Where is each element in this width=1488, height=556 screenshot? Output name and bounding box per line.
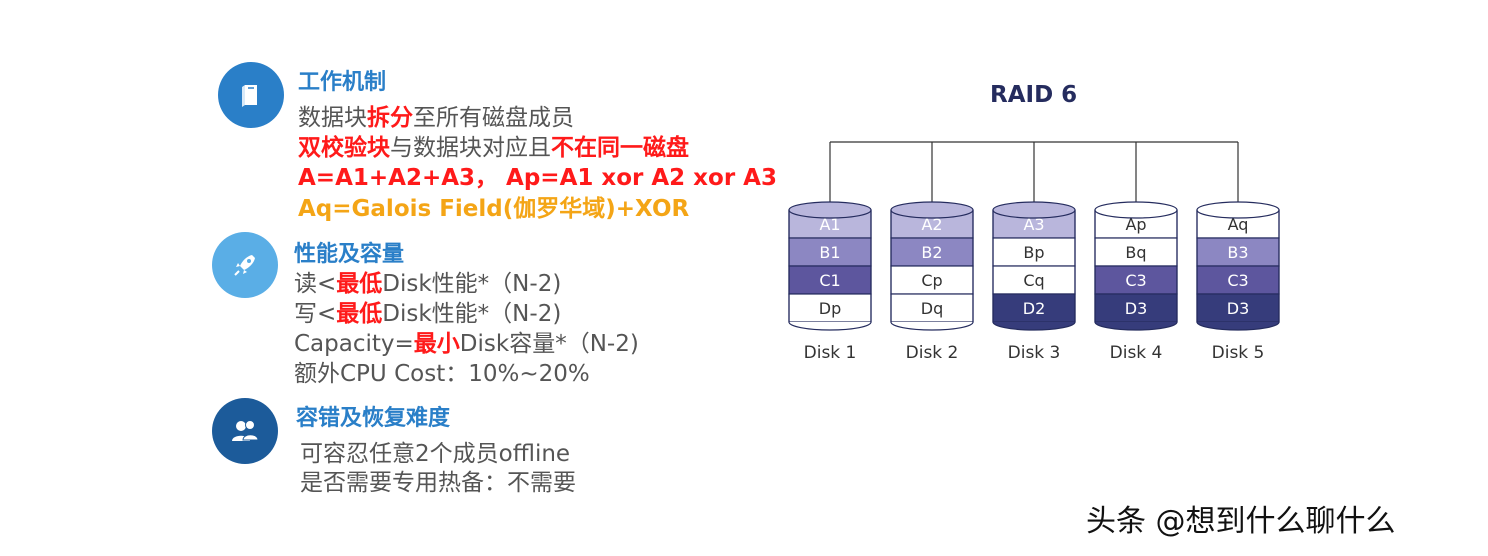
mechanism-line-3: A=A1+A2+A3， Ap=A1 xor A2 xor A3 (298, 165, 777, 191)
disk-bottom (890, 321, 974, 331)
disk-top (992, 201, 1076, 219)
disk-bottom (992, 321, 1076, 331)
block-label: D2 (1023, 299, 1046, 318)
block-label: D3 (1125, 299, 1148, 318)
performance-line-4: 额外CPU Cost：10%~20% (294, 361, 590, 387)
block-label: A3 (1023, 215, 1044, 234)
block-label: B3 (1227, 243, 1248, 262)
disk-block (992, 237, 1076, 267)
fault-line-2: 是否需要专用热备：不需要 (300, 470, 576, 496)
rocket-icon (234, 255, 255, 276)
block-label: B2 (921, 243, 942, 262)
disk-label: Disk 5 (1212, 343, 1265, 363)
section-title-fault-tolerance: 容错及恢复难度 (296, 406, 451, 431)
block-label: A1 (819, 215, 840, 234)
disk-block (1196, 265, 1280, 295)
disk-top (1094, 201, 1178, 219)
mechanism-line-2: 双校验块与数据块对应且不在同一磁盘 (298, 128, 689, 162)
text-span: 最低 (336, 271, 383, 297)
watermark: 头条 @想到什么聊什么 (1086, 504, 1396, 539)
text-span: 至所有磁盘成员 (413, 105, 574, 131)
text-span: Disk容量*（N-2) (459, 331, 639, 357)
text-span: Capacity= (294, 331, 414, 357)
block-label: Ap (1125, 215, 1146, 234)
performance-line-3: Capacity=最小Disk容量*（N-2) (294, 324, 639, 358)
text-span: 写< (294, 301, 337, 327)
book-icon (242, 85, 257, 107)
disk-label: Disk 1 (804, 343, 857, 363)
mechanism-line-1: 数据块拆分至所有磁盘成员 (298, 98, 574, 132)
text-span: 读< (294, 271, 337, 297)
block-label: Dq (921, 299, 943, 318)
text-span: 数据块 (298, 105, 367, 131)
fault-line-1: 可容忍任意2个成员offline (300, 441, 571, 467)
text-span: 拆分 (367, 105, 413, 131)
disk-bottom (1094, 321, 1178, 331)
disk-bottom (1196, 321, 1280, 331)
block-label: C3 (1125, 271, 1146, 290)
disk-label: Disk 4 (1110, 343, 1163, 363)
section-icon-performance (212, 232, 278, 298)
section-icon-mechanism (218, 62, 284, 128)
block-label: D3 (1227, 299, 1250, 318)
block-label: A2 (921, 215, 942, 234)
text-span: Disk性能*（N-2) (382, 271, 562, 297)
block-label: Cp (921, 271, 942, 290)
block-label: Dp (819, 299, 841, 318)
text-span: Disk性能*（N-2) (382, 301, 562, 327)
text-span: 不在同一磁盘 (551, 135, 689, 161)
disk-block (1094, 293, 1178, 323)
disk-label: Disk 3 (1008, 343, 1061, 363)
block-label: Bp (1023, 243, 1044, 262)
block-label: Bq (1125, 243, 1146, 262)
disk-block (1094, 265, 1178, 295)
mechanism-line-4: Aq=Galois Field(伽罗华域)+XOR (298, 196, 690, 222)
raid-title: RAID 6 (990, 82, 1078, 108)
disk-block (890, 265, 974, 295)
block-label: C3 (1227, 271, 1248, 290)
section-title-mechanism: 工作机制 (298, 70, 387, 95)
disk-bottom (788, 321, 872, 331)
section-icon-fault-tolerance (212, 398, 278, 464)
performance-line-2: 写<最低Disk性能*（N-2) (294, 294, 561, 328)
section-title-performance: 性能及容量 (294, 242, 405, 267)
disk-top (788, 201, 872, 219)
performance-line-1: 读<最低Disk性能*（N-2) (294, 264, 561, 298)
text-span: 双校验块 (298, 135, 390, 161)
text-span: 最小 (413, 331, 460, 357)
text-span: 与数据块对应且 (390, 135, 551, 161)
block-label: Cq (1023, 271, 1044, 290)
users-icon (232, 420, 259, 441)
block-label: Aq (1228, 215, 1249, 234)
text-span: 最低 (336, 301, 383, 327)
disk-top (1196, 201, 1280, 219)
disk-top (890, 201, 974, 219)
block-label: B1 (819, 243, 840, 262)
block-label: C1 (819, 271, 840, 290)
disk-label: Disk 2 (906, 343, 959, 363)
